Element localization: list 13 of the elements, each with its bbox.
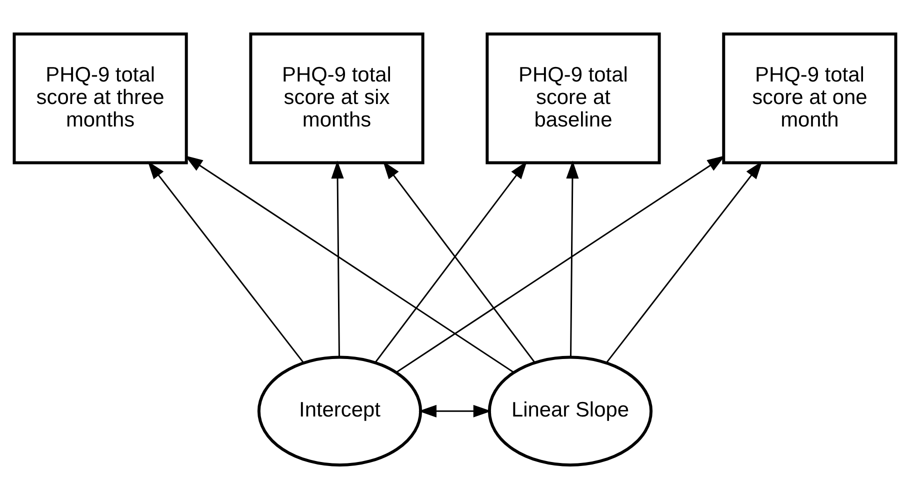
node-box: PHQ-9 total score at baseline	[486, 32, 661, 164]
node-box: PHQ-9 total score at three months	[12, 32, 188, 164]
arrow	[566, 160, 579, 358]
arrow	[148, 161, 304, 364]
node-box: PHQ-9 total score at six months	[249, 32, 424, 164]
node-box: PHQ-9 total score at one month	[722, 32, 898, 164]
arrow	[418, 404, 492, 418]
arrow	[396, 156, 726, 373]
arrow	[184, 156, 514, 373]
node-ellipse: Intercept	[257, 356, 422, 467]
arrow	[331, 160, 344, 358]
node-ellipse: Linear Slope	[488, 356, 653, 467]
arrow	[606, 161, 762, 364]
